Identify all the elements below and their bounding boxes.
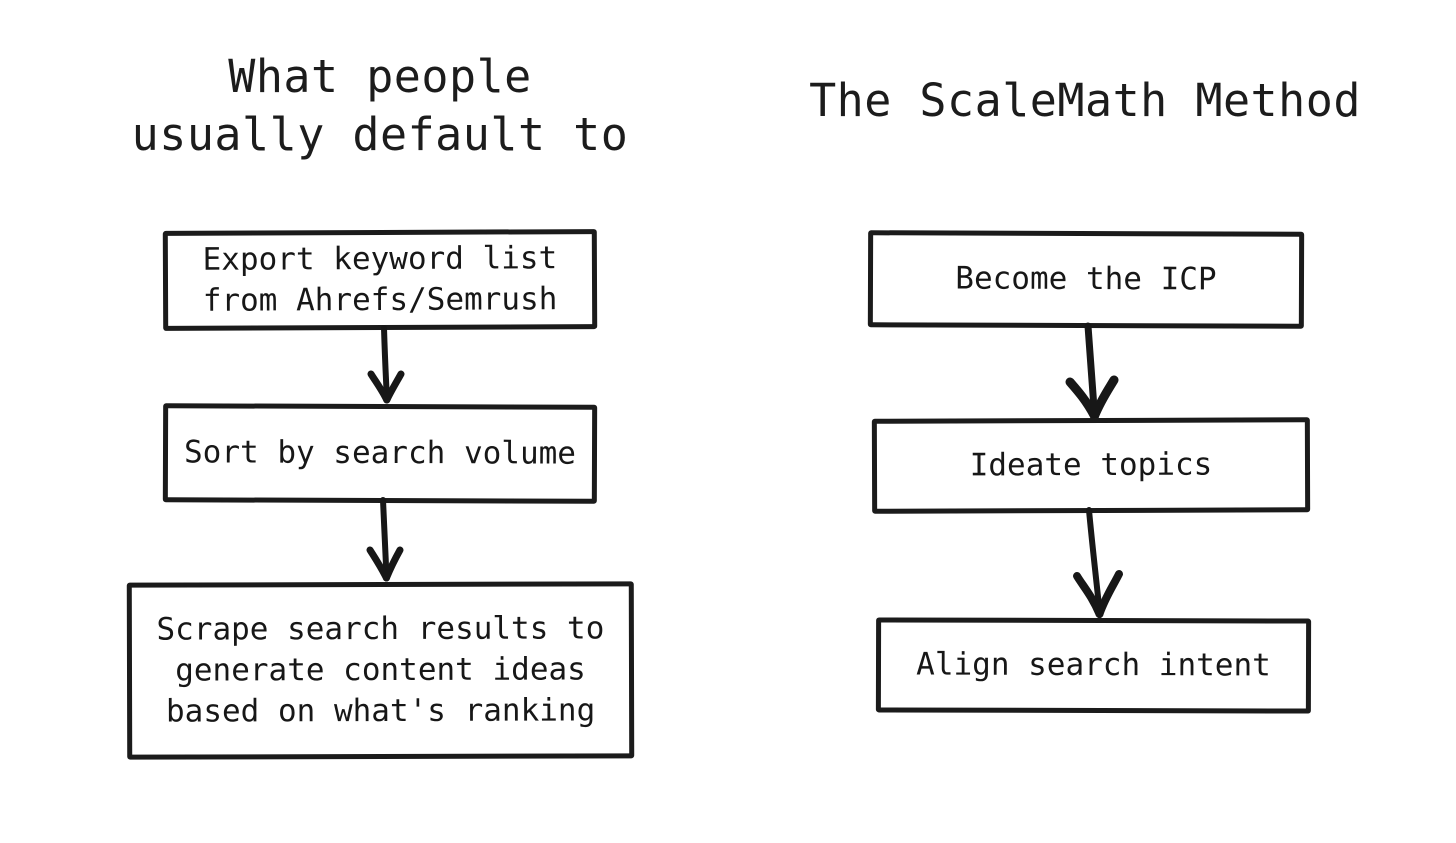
flow-step-label: Become the ICP — [955, 260, 1217, 298]
flow-step-label: Ideate topics — [969, 446, 1213, 484]
flow-step-label: Export keyword list from Ahrefs/Semrush — [202, 240, 558, 319]
flow-step-become-the-icp[interactable]: Become the ICP — [867, 230, 1305, 329]
arrow-down-icon — [340, 497, 440, 590]
flow-step-scrape-search-results[interactable]: Scrape search results to generate conten… — [126, 581, 635, 760]
flow-step-label: Align search intent — [916, 646, 1271, 684]
flow-step-label: Sort by search volume — [183, 434, 577, 472]
arrow-down-icon — [340, 325, 440, 412]
flow-step-align-search-intent[interactable]: Align search intent — [875, 617, 1312, 714]
flow-step-ideate-topics[interactable]: Ideate topics — [871, 417, 1311, 514]
arrow-down-icon — [1045, 507, 1165, 626]
column-title-scalemath-method: The ScaleMath Method — [809, 74, 1361, 127]
flow-step-label: Scrape search results to generate conten… — [156, 610, 605, 730]
column-title-default-approach: What people usually default to — [131, 50, 629, 161]
flow-step-export-keyword-list[interactable]: Export keyword list from Ahrefs/Semrush — [162, 229, 598, 331]
arrow-down-icon — [1040, 322, 1160, 428]
flow-step-sort-by-search-volume[interactable]: Sort by search volume — [162, 403, 598, 504]
